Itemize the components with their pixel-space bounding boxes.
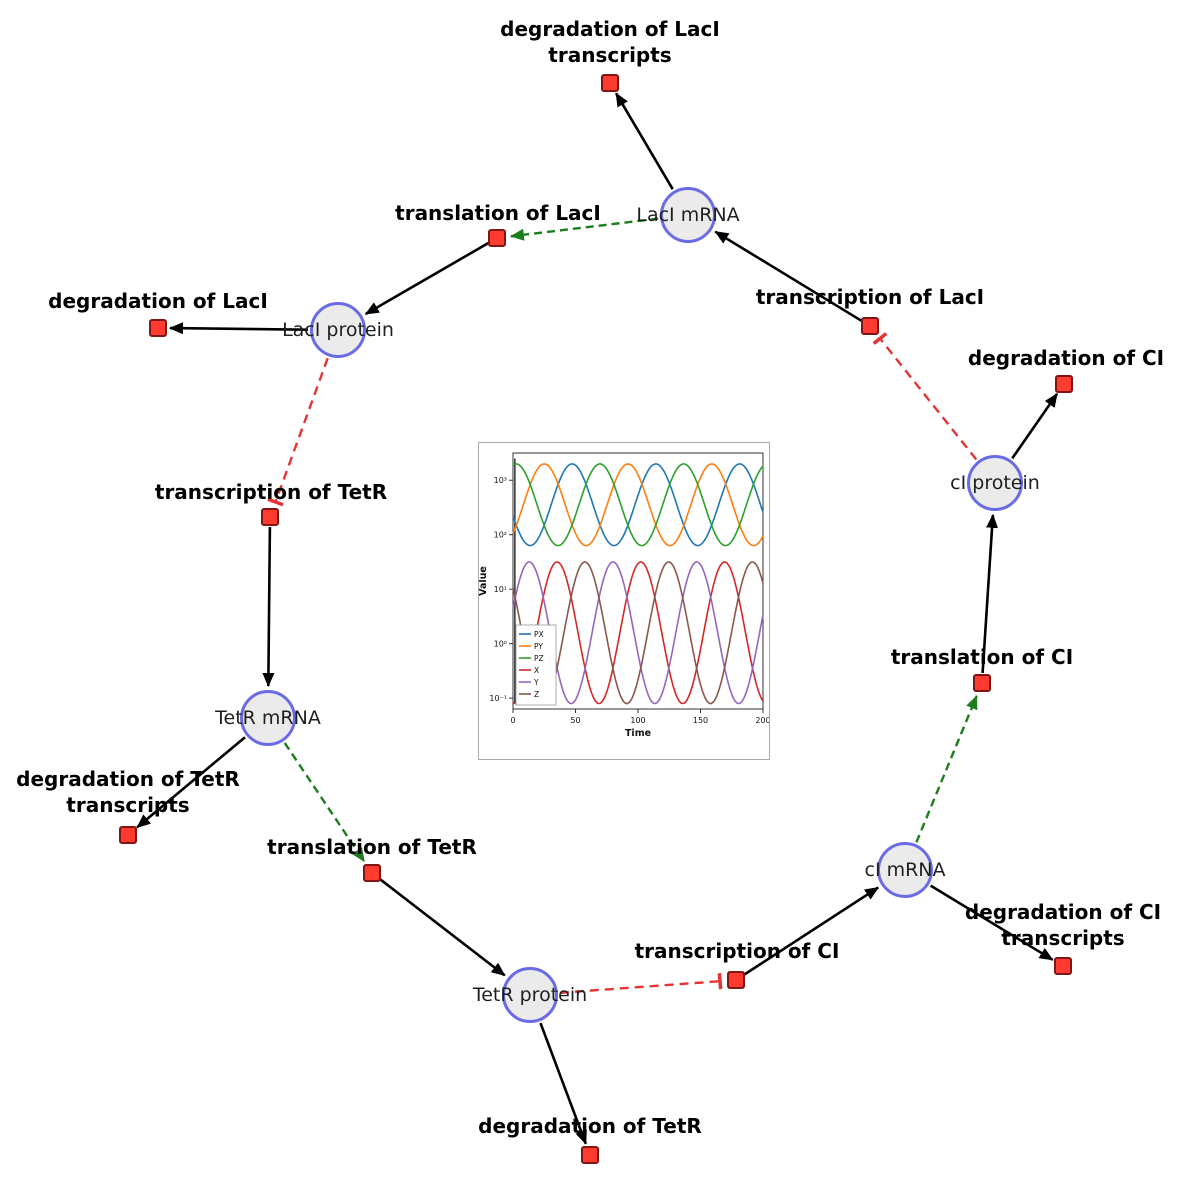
svg-text:100: 100 xyxy=(630,716,645,725)
reaction-label-degradation-of-laci-transcripts: degradation of LacI transcripts xyxy=(500,17,720,67)
species-label-ci-mrna: cI mRNA xyxy=(864,859,946,881)
reaction-label-transcription-of-laci: transcription of LacI xyxy=(755,285,985,309)
reaction-node-translation-of-tetr[interactable] xyxy=(363,864,381,882)
edge-tetr-protein-inhibits-transcription-of-ci xyxy=(559,973,723,994)
reaction-node-transcription-of-laci[interactable] xyxy=(861,317,879,335)
edge-tetr-mrna-to-translation-of-tetr xyxy=(283,742,366,863)
species-node-laci-mrna[interactable] xyxy=(660,187,716,243)
edge-transcription-of-laci-to-laci-mrna xyxy=(714,230,863,322)
reaction-label-degradation-of-ci: degradation of CI xyxy=(967,346,1165,370)
reaction-node-degradation-of-ci-transcripts[interactable] xyxy=(1054,957,1072,975)
svg-text:Y: Y xyxy=(533,678,539,687)
reaction-label-transcription-of-tetr: transcription of TetR xyxy=(154,480,388,504)
edge-ci-protein-inhibits-transcription-of-laci xyxy=(872,332,978,461)
species-node-tetr-protein[interactable] xyxy=(502,967,558,1023)
svg-text:10⁰: 10⁰ xyxy=(494,640,507,649)
reaction-node-degradation-of-laci[interactable] xyxy=(149,319,167,337)
svg-text:Value: Value xyxy=(479,566,489,596)
species-node-laci-protein[interactable] xyxy=(310,302,366,358)
svg-text:200: 200 xyxy=(755,716,769,725)
reaction-label-translation-of-tetr: translation of TetR xyxy=(267,835,477,859)
reaction-label-degradation-of-laci: degradation of LacI xyxy=(48,289,268,313)
reaction-node-degradation-of-laci-transcripts[interactable] xyxy=(601,74,619,92)
edge-ci-protein-to-degradation-of-ci xyxy=(1011,392,1059,460)
reaction-node-translation-of-ci[interactable] xyxy=(973,674,991,692)
species-node-ci-mrna[interactable] xyxy=(877,842,933,898)
species-label-tetr-protein: TetR protein xyxy=(472,984,588,1006)
reaction-node-degradation-of-tetr[interactable] xyxy=(581,1146,599,1164)
reaction-node-transcription-of-tetr[interactable] xyxy=(261,508,279,526)
svg-text:50: 50 xyxy=(570,716,580,725)
reaction-label-degradation-of-tetr-transcripts: degradation of TetR transcripts xyxy=(16,767,240,817)
edge-ci-mrna-to-translation-of-ci xyxy=(915,694,978,843)
svg-text:10²: 10² xyxy=(494,531,507,540)
edge-translation-of-ci-to-ci-protein xyxy=(981,513,999,674)
svg-text:Z: Z xyxy=(534,690,539,699)
svg-text:10⁻¹: 10⁻¹ xyxy=(489,694,507,703)
edge-laci-mrna-to-degradation-of-laci-transcripts xyxy=(614,92,674,190)
species-label-laci-mrna: LacI mRNA xyxy=(636,204,740,226)
edge-tetr-protein-to-degradation-of-tetr xyxy=(539,1022,588,1145)
edge-laci-protein-inhibits-transcription-of-tetr xyxy=(267,357,329,507)
svg-text:PX: PX xyxy=(534,630,544,639)
edge-tetr-mrna-to-degradation-of-tetr-transcripts xyxy=(136,736,246,829)
edge-translation-of-laci-to-laci-protein xyxy=(364,241,490,316)
edge-laci-mrna-to-translation-of-laci xyxy=(509,217,659,241)
edge-transcription-of-ci-to-ci-mrna xyxy=(743,886,880,976)
svg-text:0: 0 xyxy=(510,716,515,725)
svg-text:Time: Time xyxy=(625,728,651,739)
reaction-label-translation-of-ci: translation of CI xyxy=(890,645,1074,669)
reaction-label-transcription-of-ci: transcription of CI xyxy=(634,939,840,963)
reaction-label-translation-of-laci: translation of LacI xyxy=(395,201,601,225)
species-node-ci-protein[interactable] xyxy=(967,455,1023,511)
reaction-node-translation-of-laci[interactable] xyxy=(488,229,506,247)
svg-text:PZ: PZ xyxy=(534,654,544,663)
svg-text:10¹: 10¹ xyxy=(494,585,507,594)
reaction-node-transcription-of-ci[interactable] xyxy=(727,971,745,989)
species-label-laci-protein: LacI protein xyxy=(282,319,394,341)
svg-text:PY: PY xyxy=(534,642,543,651)
edge-translation-of-tetr-to-tetr-protein xyxy=(379,878,506,977)
species-label-ci-protein: cI protein xyxy=(950,472,1040,494)
edge-laci-protein-to-degradation-of-laci xyxy=(169,322,309,335)
reaction-label-degradation-of-ci-transcripts: degradation of CI transcripts xyxy=(964,900,1162,950)
svg-text:10³: 10³ xyxy=(494,476,507,485)
reaction-node-degradation-of-ci[interactable] xyxy=(1055,375,1073,393)
edge-transcription-of-tetr-to-tetr-mrna xyxy=(262,526,275,687)
species-label-tetr-mrna: TetR mRNA xyxy=(215,707,321,729)
reaction-label-degradation-of-tetr: degradation of TetR xyxy=(478,1114,702,1138)
reaction-node-degradation-of-tetr-transcripts[interactable] xyxy=(119,826,137,844)
edge-ci-mrna-to-degradation-of-ci-transcripts xyxy=(929,884,1054,961)
svg-text:150: 150 xyxy=(693,716,708,725)
svg-text:X: X xyxy=(534,666,539,675)
species-node-tetr-mrna[interactable] xyxy=(240,690,296,746)
